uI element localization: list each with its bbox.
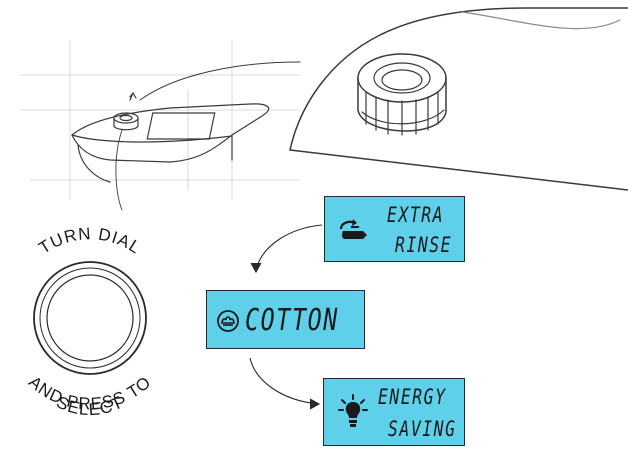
cotton-icon xyxy=(217,310,239,332)
lcd-display-cotton: COTTON xyxy=(206,290,365,349)
lcd-display-extra-rinse: EXTRA RINSE xyxy=(324,196,465,262)
lcd-line-2: SAVING xyxy=(388,417,457,441)
flow-arrows xyxy=(249,224,323,410)
selector-dial xyxy=(33,261,147,375)
lcd-line-1: EXTRA xyxy=(387,203,445,227)
extra-rinse-icon xyxy=(339,219,367,239)
lcd-line-1: COTTON xyxy=(245,303,339,338)
lcd-display-energy-saving: ENERGY SAVING xyxy=(323,378,465,446)
lcd-line-2: RINSE xyxy=(395,233,453,257)
dial-caption-top: TURN DIAL xyxy=(36,224,145,258)
lightbulb-icon xyxy=(338,394,368,427)
lcd-line-1: ENERGY xyxy=(378,385,447,409)
